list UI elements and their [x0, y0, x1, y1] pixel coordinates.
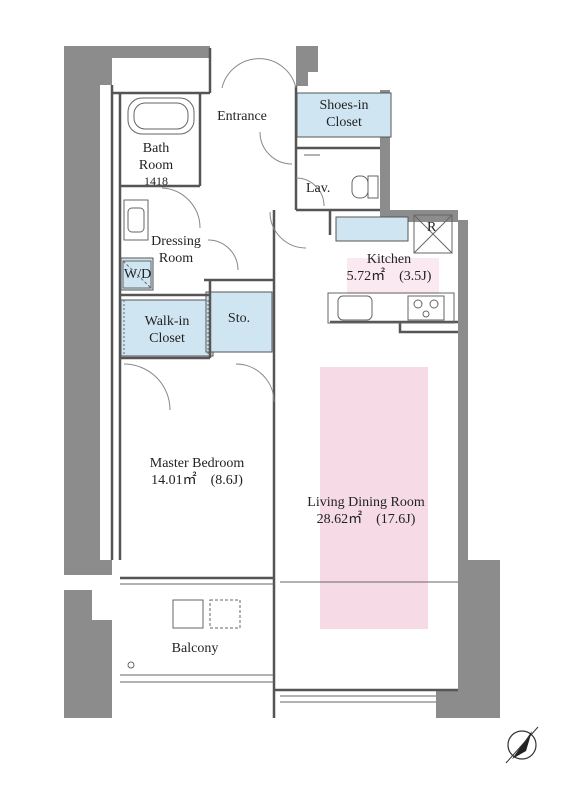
- lav-label: Lav.: [306, 181, 331, 196]
- fixtures: [120, 97, 458, 703]
- bathtub: [127, 97, 195, 135]
- top-right-wall: [296, 46, 318, 86]
- sink: [337, 295, 373, 321]
- toilet: [351, 175, 369, 199]
- kitchen-highlight: [347, 258, 439, 294]
- stove: [407, 295, 445, 321]
- storage-fill: [205, 291, 273, 353]
- balcony-unit-2: [209, 599, 241, 629]
- left-bottom-pillar: [64, 590, 112, 718]
- door-swings: [123, 58, 325, 411]
- right-upper-wall: [380, 90, 458, 222]
- kitchen-counter: [327, 292, 455, 324]
- kitchen-counter-fill: [335, 216, 409, 242]
- balcony-label: Balcony: [171, 641, 219, 656]
- closet-fills: [120, 92, 409, 357]
- balcony-unit-1: [172, 599, 204, 629]
- entrance-label: Entrance: [217, 109, 267, 124]
- right-bottom-pillar: [436, 580, 500, 718]
- washbasin: [127, 207, 145, 233]
- lav-sink: [367, 175, 379, 199]
- ldk-highlight: [320, 367, 428, 629]
- fridge-box: [413, 214, 453, 254]
- fridge-label: R: [427, 220, 437, 235]
- right-outer-wall: [458, 220, 468, 560]
- storage-label: Sto.: [227, 311, 251, 326]
- shoes-in-closet-fill: [296, 92, 392, 138]
- north-compass-icon: [505, 726, 539, 764]
- structural-walls: [64, 46, 500, 718]
- wd-label: W/D: [124, 267, 152, 282]
- right-mid-wall: [458, 560, 500, 580]
- wd-fill: [120, 257, 154, 291]
- wd-box: [122, 260, 152, 289]
- bathtub-inner: [133, 102, 189, 130]
- left-outer-wall: [64, 46, 210, 575]
- interior-walls: [110, 48, 458, 718]
- walk-in-closet-fill: [120, 299, 214, 357]
- washbasin-counter: [123, 199, 149, 241]
